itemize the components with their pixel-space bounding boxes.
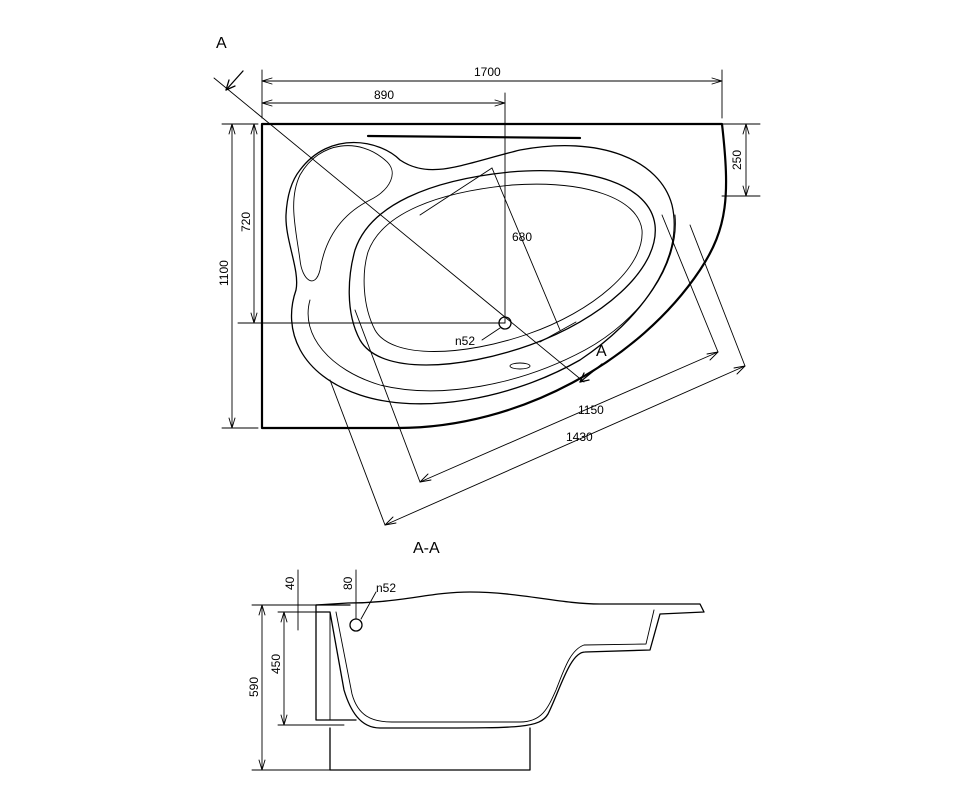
svg-text:680: 680: [512, 230, 532, 244]
section-base: [329, 727, 531, 771]
shell-rim-outline: [285, 141, 675, 405]
section-profile-inner: [335, 609, 655, 723]
drain-leader: [481, 327, 501, 341]
plan-view: n52 A A 1700 890 250: [213, 35, 761, 526]
headrest-outline: [293, 145, 393, 282]
shell-inner-rim: [307, 214, 676, 392]
section-left-wall: [315, 611, 357, 721]
dim-inner-width: 720: [239, 123, 258, 324]
section-drain-leader: [360, 591, 377, 620]
svg-text:590: 590: [247, 677, 261, 697]
plan-rim-ledge: [366, 134, 582, 140]
svg-text:40: 40: [283, 576, 297, 590]
svg-text:80: 80: [341, 576, 355, 590]
plan-drain-label: n52: [455, 334, 475, 348]
dim-basin-length: 1150: [354, 214, 719, 483]
dim-total-height: 590: [247, 604, 331, 771]
drain-circle: [498, 316, 512, 330]
diagonal-section-line: [213, 77, 585, 383]
dim-inner-length: 890: [261, 88, 506, 107]
svg-text:720: 720: [239, 212, 253, 232]
dim-basin-width: 680: [419, 167, 577, 343]
dim-drain-offset: 80: [341, 569, 357, 620]
svg-text:1100: 1100: [217, 260, 231, 286]
dim-total-length: 1700: [261, 65, 723, 119]
svg-text:250: 250: [730, 150, 744, 170]
section-arrow-top: [225, 70, 244, 91]
svg-text:890: 890: [374, 88, 394, 102]
dim-side-depth: 250: [721, 123, 761, 197]
overflow-slot: [509, 362, 531, 370]
section-mark-top: A: [216, 35, 227, 52]
basin-inner-outline: [363, 183, 643, 352]
section-view: A-A n52 40 80 450: [247, 540, 705, 771]
section-arrowhead-top: [225, 79, 236, 91]
svg-text:1150: 1150: [578, 403, 604, 417]
svg-text:450: 450: [269, 654, 283, 674]
tub-outer-outline: [260, 122, 728, 430]
svg-text:1700: 1700: [474, 65, 501, 79]
section-arrowhead-right: [579, 372, 590, 383]
section-arrow-right: [579, 363, 603, 383]
section-title: A-A: [413, 540, 440, 557]
basin-outline: [348, 169, 656, 366]
section-mark-right: A: [596, 343, 607, 360]
section-profile-outer: [315, 591, 705, 729]
svg-text:1430: 1430: [566, 430, 593, 444]
section-drain-label: n52: [376, 581, 396, 595]
dim-depth: 450: [269, 611, 345, 726]
dim-total-width: 1100: [217, 123, 259, 429]
dim-outer-length: 1430: [329, 224, 746, 526]
section-drain-circle: [349, 618, 363, 632]
